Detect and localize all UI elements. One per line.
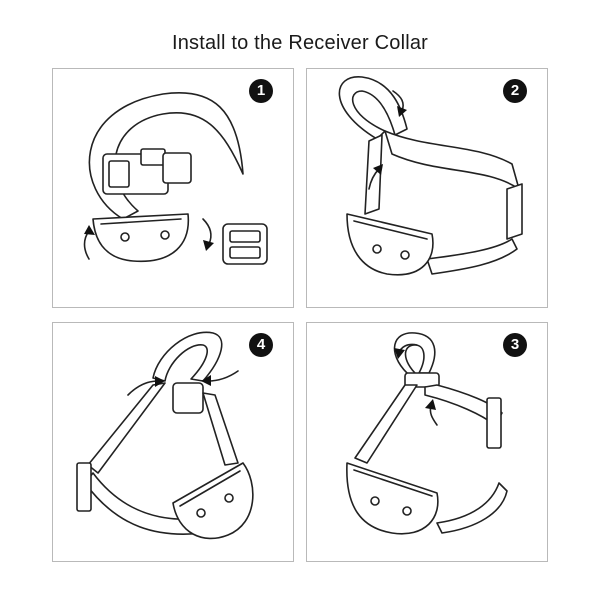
step-1-illustration: [83, 92, 268, 265]
page-title: Install to the Receiver Collar: [171, 32, 429, 54]
step-3-illustration: [346, 332, 508, 535]
step-panel-3: 3: [306, 322, 548, 562]
step-number-badge: 1: [249, 79, 273, 103]
step-panel-1: 1: [52, 68, 294, 308]
step-number-badge: 3: [503, 333, 527, 357]
step-panel-2: 2: [306, 68, 548, 308]
step-number-badge: 4: [249, 333, 273, 357]
step-4-illustration: [76, 331, 254, 540]
step-number-badge: 2: [503, 79, 527, 103]
step-panel-4: 4: [52, 322, 294, 562]
step-2-illustration: [338, 76, 523, 276]
